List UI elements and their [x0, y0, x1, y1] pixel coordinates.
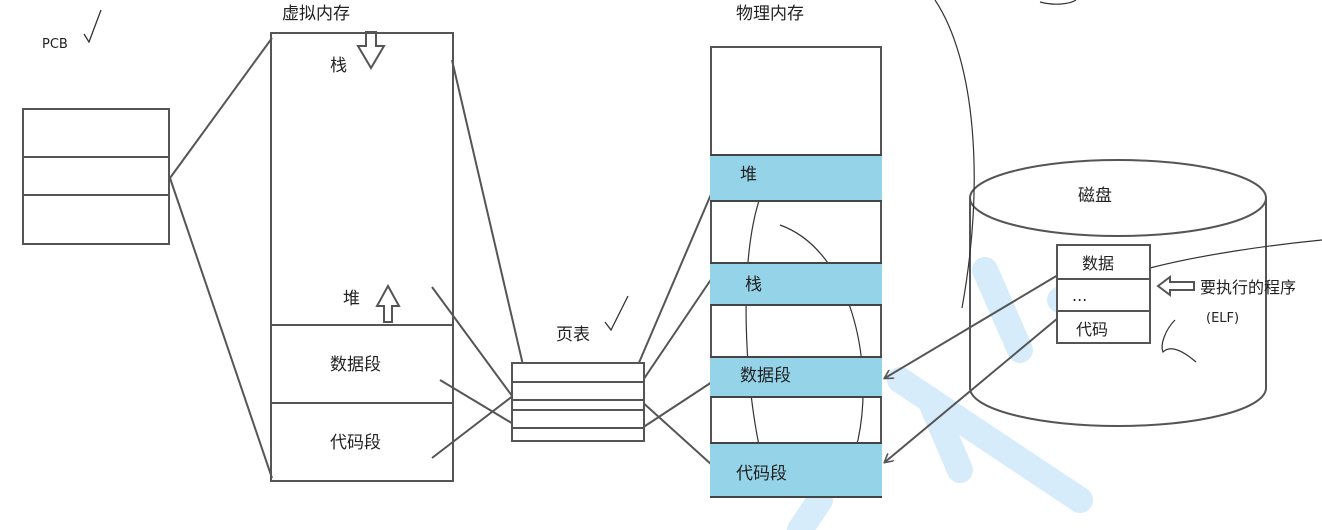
- disk-data-label: 数据: [1082, 254, 1115, 273]
- disk-ellipsis-label: ...: [1072, 286, 1088, 305]
- virtual-code-segment-label: 代码段: [330, 433, 381, 453]
- physical-stack-label: 栈: [745, 275, 762, 295]
- disk-to-physical-arrows: [885, 274, 1059, 462]
- virtual-stack-label: 栈: [330, 56, 347, 76]
- physical-code-segment: [710, 442, 882, 498]
- disk-label: 磁盘: [1078, 186, 1112, 206]
- checkmark-icon: [83, 9, 1137, 338]
- pcb-box: [22, 108, 170, 245]
- physical-data-segment: [710, 356, 882, 398]
- physical-heap-segment: [710, 154, 882, 202]
- disk-code-label: 代码: [1076, 320, 1109, 339]
- physical-stack-segment: [710, 262, 882, 306]
- physical-data-segment-label: 数据段: [740, 366, 791, 386]
- page-table: [511, 362, 645, 442]
- pcb-label: PCB: [42, 37, 68, 52]
- virtual-memory-box: [270, 32, 454, 482]
- physical-code-segment-label: 代码段: [736, 464, 787, 484]
- virtual-data-segment-label: 数据段: [330, 355, 381, 375]
- down-arrow-icon: [356, 31, 386, 70]
- left-arrow-icon: [1156, 275, 1195, 297]
- physical-memory-title: 物理内存: [736, 4, 804, 24]
- virtual-memory-title: 虚拟内存: [282, 4, 350, 24]
- physical-heap-label: 堆: [740, 165, 757, 185]
- virtual-heap-label: 堆: [343, 289, 360, 309]
- disk-cylinder: [969, 159, 1267, 427]
- disk-file-box: [1056, 244, 1151, 344]
- up-arrow-icon: [375, 283, 401, 323]
- pcb-to-virtual-lines: [169, 37, 273, 479]
- program-to-run-label: 要执行的程序: [1200, 278, 1297, 297]
- page-table-label: 页表: [556, 325, 590, 345]
- elf-label: (ELF): [1206, 311, 1240, 326]
- page-table-to-physical-lines: [634, 191, 713, 466]
